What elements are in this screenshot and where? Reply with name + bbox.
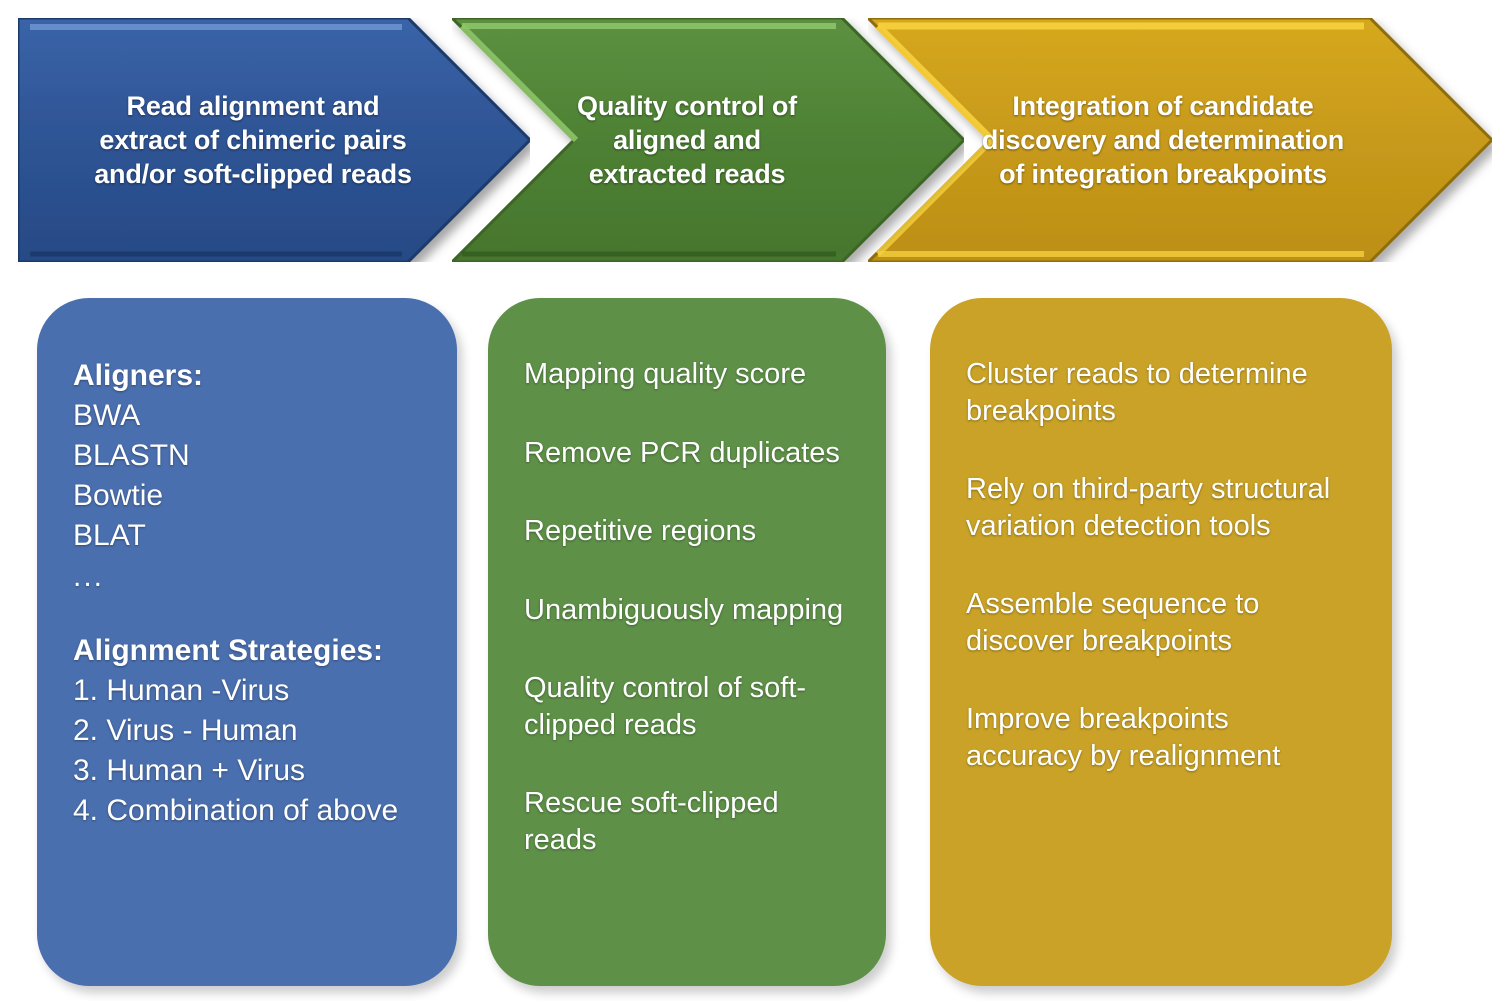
flow-step-1-panel[interactable]: Aligners: BWA BLASTN Bowtie BLAT ... Ali…: [37, 298, 457, 986]
aligners-heading: Aligners:: [73, 359, 204, 392]
strategy-item-2: 2. Virus - Human: [73, 714, 298, 748]
flow-step-1-arrow[interactable]: Read alignment and extract of chimeric p…: [18, 18, 530, 262]
flow-step-3-panel[interactable]: Cluster reads to determine breakpoints R…: [930, 298, 1392, 986]
strategy-item-4: 4. Combination of above: [73, 793, 399, 827]
integration-item-cluster-reads: Cluster reads to determine breakpoints: [966, 358, 1308, 427]
flow-step-3-arrow-label: Integration of candidate discovery and d…: [981, 90, 1345, 189]
flow-step-2-arrow-label: Quality control of aligned and extracted…: [577, 90, 797, 189]
integration-item-assemble-sequence: Assemble sequence to discover breakpoint…: [966, 588, 1260, 657]
chevron-shape-blue-icon: [18, 18, 530, 262]
flow-step-2-arrow[interactable]: Quality control of aligned and extracted…: [452, 18, 964, 262]
aligner-item-bowtie: Bowtie: [73, 478, 164, 512]
flow-step-1-arrow-label: Read alignment and extract of chimeric p…: [94, 90, 412, 189]
aligner-item-bwa: BWA: [73, 398, 141, 432]
qc-item-unambiguously-mapping: Unambiguously mapping: [524, 593, 844, 626]
process-flow-arrows: Read alignment and extract of chimeric p…: [0, 0, 1500, 285]
aligner-list-ellipsis: ...: [73, 560, 105, 594]
integration-item-third-party-tools: Rely on third-party structural variation…: [966, 473, 1331, 542]
qc-item-remove-pcr-duplicates: Remove PCR duplicates: [524, 436, 840, 469]
alignment-strategies-heading: Alignment Strategies:: [73, 634, 384, 668]
strategy-item-1: 1. Human -Virus: [73, 674, 290, 708]
aligner-item-blat: BLAT: [73, 518, 146, 552]
chevron-shape-gold-icon: [868, 18, 1492, 262]
qc-item-quality-control-soft-clipped: Quality control of soft- clipped reads: [524, 672, 807, 741]
flow-step-3-arrow[interactable]: Integration of candidate discovery and d…: [868, 18, 1492, 262]
strategy-item-3: 3. Human + Virus: [73, 754, 306, 788]
flow-step-2-panel[interactable]: Mapping quality score Remove PCR duplica…: [488, 298, 886, 986]
integration-item-improve-accuracy: Improve breakpoints accuracy by realignm…: [966, 703, 1281, 772]
aligner-item-blastn: BLASTN: [73, 438, 190, 472]
chevron-shape-green-icon: [452, 18, 964, 262]
qc-item-rescue-soft-clipped-reads: Rescue soft-clipped reads: [524, 787, 779, 856]
qc-item-repetitive-regions: Repetitive regions: [524, 515, 757, 548]
qc-item-mapping-quality-score: Mapping quality score: [524, 358, 807, 390]
